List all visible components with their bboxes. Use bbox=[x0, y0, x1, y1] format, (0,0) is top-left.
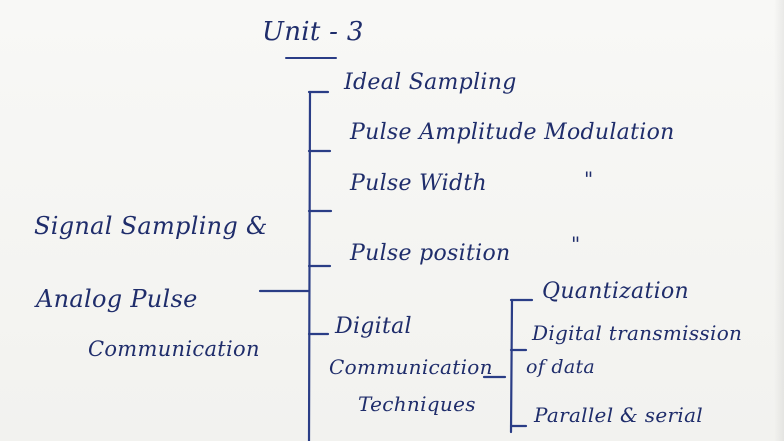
ditto-mark-pulse-width: " bbox=[584, 167, 594, 191]
main-topic-line-2: Analog Pulse bbox=[36, 285, 198, 313]
subitem-digital-transmission-line-1: Digital transmission bbox=[532, 321, 743, 345]
branch-pulse-width: Pulse Width bbox=[350, 171, 487, 196]
digital-branch-line-2: Communication bbox=[329, 355, 493, 379]
sub-vertical-bracket bbox=[509, 298, 514, 434]
branch-pulse-position: Pulse position bbox=[350, 241, 511, 266]
ditto-mark-pulse-position: " bbox=[571, 232, 581, 256]
subitem-parallel-serial: Parallel & serial bbox=[534, 403, 703, 427]
subitem-digital-transmission-line-2: of data bbox=[526, 356, 596, 378]
digital-branch-line-1: Digital bbox=[335, 314, 412, 339]
main-topic-line-1: Signal Sampling & bbox=[34, 212, 268, 240]
digital-branch-line-3: Techniques bbox=[358, 392, 476, 416]
branch-ideal-sampling: Ideal Sampling bbox=[344, 70, 517, 95]
unit-heading-underline bbox=[285, 57, 337, 59]
unit-heading: Unit - 3 bbox=[262, 17, 364, 47]
subitem-quantization: Quantization bbox=[542, 279, 689, 304]
main-topic-line-3: Communication bbox=[88, 337, 260, 361]
paper-edge-shadow bbox=[774, 0, 784, 441]
branch-pulse-amplitude-modulation: Pulse Amplitude Modulation bbox=[350, 120, 675, 145]
